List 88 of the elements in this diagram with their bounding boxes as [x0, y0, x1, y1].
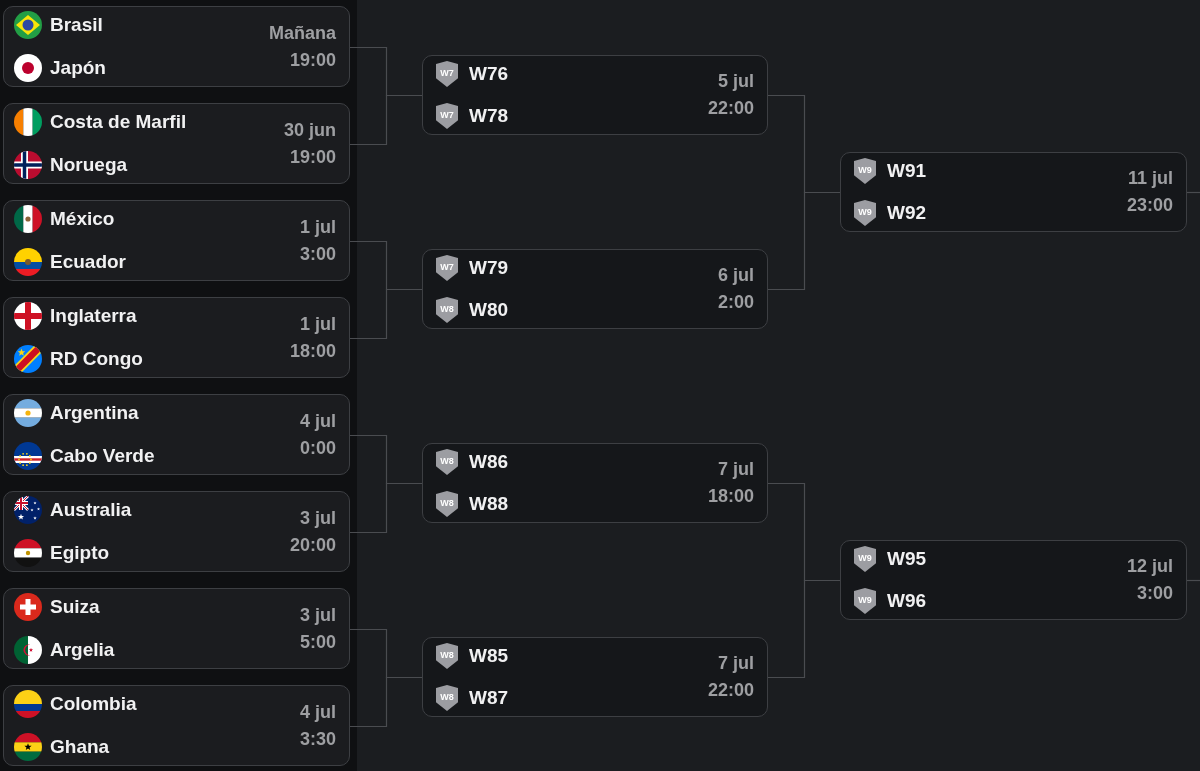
team-name: W96 — [887, 590, 927, 612]
team-name: W88 — [469, 493, 509, 515]
match-time: 22:00 — [707, 679, 754, 702]
match-time: 3:00 — [1136, 582, 1173, 605]
team-name: W91 — [887, 160, 927, 182]
match-time: 2:00 — [717, 291, 754, 314]
bracket-line — [767, 191, 841, 291]
match-time: 20:00 — [289, 533, 336, 557]
match-time: 22:00 — [707, 97, 754, 120]
match-card — [3, 6, 350, 87]
team-name: México — [50, 208, 115, 230]
match-time: 23:00 — [1126, 194, 1173, 217]
team-name: W92 — [887, 202, 927, 224]
bracket-line — [349, 94, 423, 146]
team-name: W95 — [887, 548, 927, 570]
match-time: 19:00 — [289, 145, 336, 169]
bracket-line — [349, 482, 423, 534]
team-name: Inglaterra — [50, 305, 137, 327]
match-card — [3, 297, 350, 378]
shield-tag: W8 — [436, 685, 458, 711]
match-date: 1 jul — [300, 215, 336, 239]
match-card — [3, 200, 350, 281]
shield-tag: W8 — [436, 449, 458, 475]
match-time: 18:00 — [707, 485, 754, 508]
match-card — [422, 249, 768, 329]
match-date: 3 jul — [300, 506, 336, 530]
shield-tag: W7 — [436, 103, 458, 129]
bracket-line — [349, 676, 423, 728]
shield-tag: W9 — [854, 158, 876, 184]
match-time: 19:00 — [289, 48, 336, 72]
team-name: W79 — [469, 257, 509, 279]
match-card — [422, 637, 768, 717]
bracket-line — [349, 288, 423, 340]
match-date: 7 jul — [718, 652, 754, 675]
match-card — [422, 443, 768, 523]
team-name: Ghana — [50, 736, 110, 758]
match-date: 7 jul — [718, 458, 754, 481]
team-name: Colombia — [50, 693, 137, 715]
shield-tag: W8 — [436, 643, 458, 669]
team-name: Egipto — [50, 542, 110, 564]
match-date: 5 jul — [718, 70, 754, 93]
match-date: 6 jul — [718, 264, 754, 287]
team-name: W80 — [469, 299, 509, 321]
team-name: Costa de Marfil — [50, 111, 187, 133]
shield-tag: W8 — [436, 297, 458, 323]
match-time: 3:00 — [299, 242, 336, 266]
team-name: W85 — [469, 645, 509, 667]
team-name: Noruega — [50, 154, 128, 176]
shield-tag: W9 — [854, 546, 876, 572]
match-date: 4 jul — [300, 700, 336, 724]
match-time: 3:30 — [299, 727, 336, 751]
team-name: Cabo Verde — [50, 445, 155, 467]
match-time: 5:00 — [299, 630, 336, 654]
match-card — [3, 588, 350, 669]
team-name: W87 — [469, 687, 509, 709]
team-name: Japón — [50, 57, 106, 79]
match-date: 3 jul — [300, 603, 336, 627]
shield-tag: W7 — [436, 61, 458, 87]
team-name: Argelia — [50, 639, 115, 661]
match-time: 0:00 — [299, 436, 336, 460]
match-card — [422, 55, 768, 135]
shield-tag: W9 — [854, 588, 876, 614]
bracket-line — [767, 579, 841, 679]
team-name: Brasil — [50, 14, 103, 36]
match-date: 12 jul — [1126, 555, 1173, 578]
team-name: W86 — [469, 451, 509, 473]
team-name: Australia — [50, 499, 132, 521]
match-date: Mañana — [268, 21, 336, 45]
match-card — [3, 491, 350, 572]
match-date: 1 jul — [300, 312, 336, 336]
team-name: W78 — [469, 105, 509, 127]
match-date: 4 jul — [300, 409, 336, 433]
team-name: W76 — [469, 63, 509, 85]
match-card — [3, 685, 350, 766]
match-date: 11 jul — [1127, 167, 1173, 190]
team-name: Argentina — [50, 402, 139, 424]
match-time: 18:00 — [289, 339, 336, 363]
match-date: 30 jun — [284, 118, 336, 142]
match-card — [840, 152, 1187, 232]
shield-tag: W9 — [854, 200, 876, 226]
match-card — [3, 394, 350, 475]
shield-tag: W8 — [436, 491, 458, 517]
match-card — [840, 540, 1187, 620]
team-name: Suiza — [50, 596, 100, 618]
shield-tag: W7 — [436, 255, 458, 281]
team-name: RD Congo — [50, 348, 143, 370]
match-card — [3, 103, 350, 184]
team-name: Ecuador — [50, 251, 127, 273]
